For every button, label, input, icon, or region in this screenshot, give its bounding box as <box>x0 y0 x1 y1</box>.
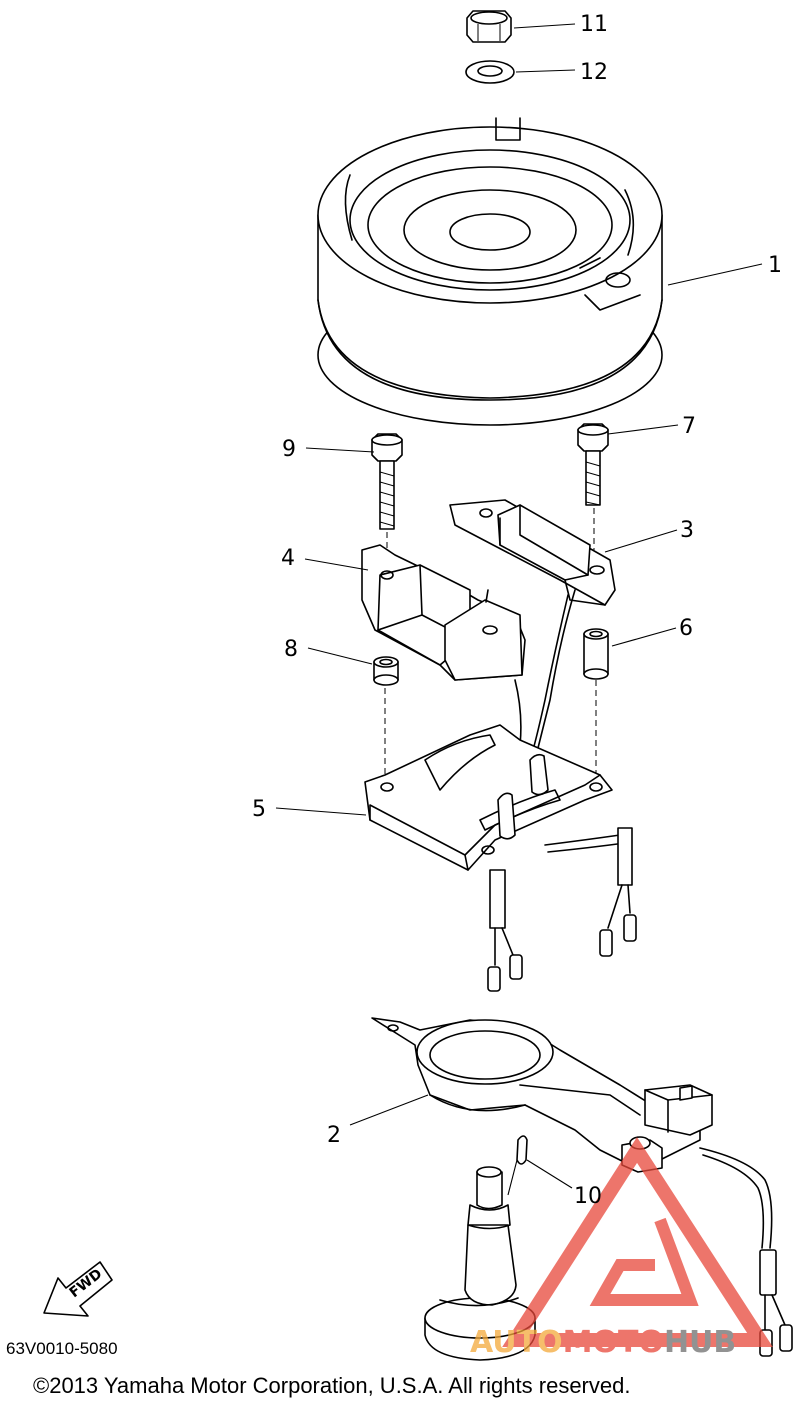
alignment-lines <box>384 508 597 785</box>
key-part <box>516 1135 528 1165</box>
base-wires <box>487 827 637 992</box>
callouts: 11 12 1 7 9 3 4 6 8 5 2 10 <box>252 12 782 1209</box>
watermark-logo: AUTOMOTOHUB <box>470 1137 773 1360</box>
watermark-part2: MOTO <box>563 1325 664 1360</box>
fwd-direction-icon: FWD <box>43 1261 113 1317</box>
callout-3: 3 <box>680 518 694 543</box>
watermark-part1: AUTO <box>470 1325 563 1360</box>
callout-11: 11 <box>580 12 608 37</box>
ignition-coil <box>361 544 526 681</box>
callout-6: 6 <box>679 616 693 641</box>
callout-9: 9 <box>282 437 296 462</box>
callout-1: 1 <box>768 253 782 278</box>
callout-8: 8 <box>284 637 298 662</box>
bolt-left <box>371 433 403 530</box>
callout-10: 10 <box>574 1184 602 1209</box>
svg-text:AUTOMOTOHUB: AUTOMOTOHUB <box>470 1325 736 1360</box>
collar-left <box>373 656 399 686</box>
stator-base <box>364 724 613 871</box>
callout-12: 12 <box>580 60 608 85</box>
crankshaft-end <box>424 1166 536 1361</box>
callout-4: 4 <box>281 546 295 571</box>
callout-7: 7 <box>682 414 696 439</box>
charge-coil <box>449 499 616 606</box>
bolt-right <box>577 423 609 506</box>
washer-part <box>465 60 515 84</box>
nut-part <box>466 10 512 43</box>
collar-right <box>583 628 609 680</box>
flywheel-rotor <box>317 117 663 426</box>
watermark-part3: HUB <box>664 1325 736 1360</box>
callout-2: 2 <box>327 1123 341 1148</box>
magneto-base <box>371 1017 793 1357</box>
diagram-code: 63V0010-5080 <box>6 1339 118 1358</box>
copyright-text: ©2013 Yamaha Motor Corporation, U.S.A. A… <box>33 1373 630 1398</box>
callout-5: 5 <box>252 797 266 822</box>
